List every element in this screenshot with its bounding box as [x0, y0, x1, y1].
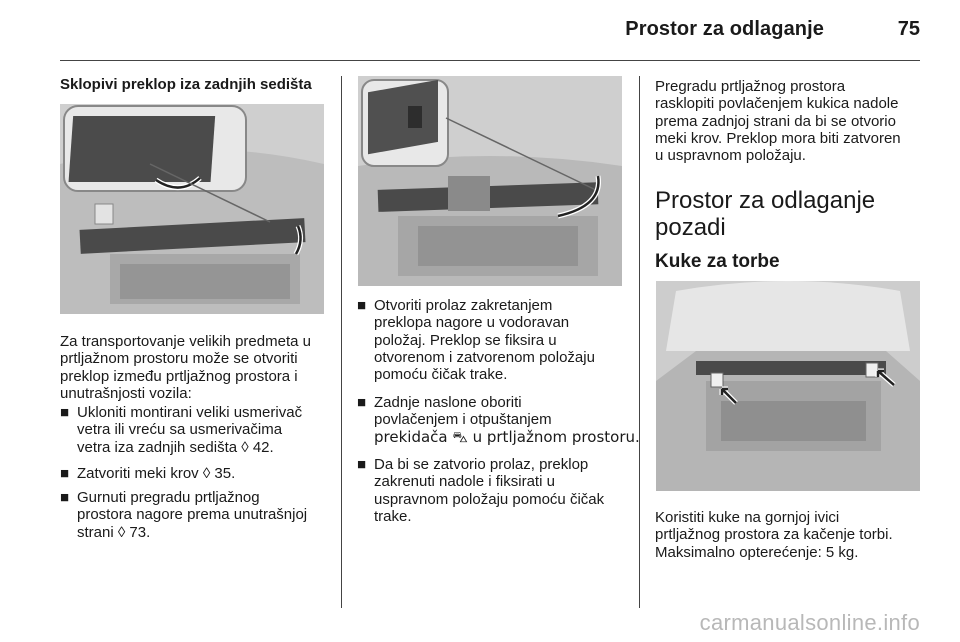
bullet-icon: ■ — [357, 394, 367, 411]
heading-line: Prostor za odlaganje — [655, 187, 876, 214]
text-line: Koristiti kuke na gornjoj ivici — [655, 509, 840, 526]
text-line: u uspravnom položaju. — [655, 147, 806, 165]
section-subheading: Sklopivi preklop iza zadnjih sedišta — [60, 76, 312, 93]
subsection-heading: Kuke za torbe — [655, 251, 780, 272]
bullet-icon: ■ — [357, 456, 367, 473]
bullet-icon: ■ — [60, 404, 70, 421]
text-line: Zatvoriti meki krov ◊ 35. — [77, 465, 236, 482]
text-line: prema zadnjoj strani da bi se otvorio — [655, 112, 896, 130]
trunk-flap-detail-photo — [358, 76, 622, 286]
text-line: unutrašnjosti vozila: — [60, 384, 192, 402]
bullet-icon: ■ — [60, 465, 70, 482]
trunk-flap-photo — [60, 104, 324, 314]
text-line: uspravnom položaju pomoću čičak — [374, 490, 605, 508]
bullet-icon: ■ — [357, 297, 367, 314]
text-line: strani ◊ 73. — [77, 523, 151, 541]
text-line: prtljažnom prostoru može se otvoriti — [60, 350, 298, 368]
page-title: Prostor za odlaganje — [625, 18, 824, 40]
page-number: 75 — [897, 18, 920, 40]
text-line: zakrenuti nadole i fiksirati u — [374, 473, 555, 491]
text-line: prekidača ⛍ u prtljažnom prostoru. — [374, 427, 640, 446]
list-item: ■ Zadnje naslone oboriti povlačenjem i o… — [357, 394, 644, 446]
text-line: otvorenom i zatvorenom položaju — [374, 348, 595, 366]
text-line: preklop između prtljažnog prostora i — [60, 367, 298, 385]
text-line: prtljažnog prostora za kačenje torbi. — [655, 526, 893, 544]
text-line: Ukloniti montirani veliki usmerivač — [77, 404, 303, 421]
divider-paragraph: Pregradu prtljažnog prostora rasklopiti … — [655, 78, 925, 164]
intro-paragraph: Za transportovanje velikih predmeta u pr… — [60, 333, 332, 402]
text-line: trake. — [374, 507, 412, 525]
text-line: Da bi se zatvorio prolaz, preklop — [374, 456, 589, 473]
text-line: rasklopiti povlačenjem kukica nadole — [655, 95, 899, 113]
hooks-paragraph: Koristiti kuke na gornjoj ivici prtljažn… — [655, 509, 925, 561]
header-divider — [60, 60, 920, 61]
text-line: vetra iza zadnjih sedišta ◊ 42. — [77, 438, 274, 456]
list-item: ■ Da bi se zatvorio prolaz, preklop zakr… — [357, 456, 644, 525]
text-line: Za transportovanje velikih predmeta u — [60, 333, 311, 350]
text-line: Pregradu prtljažnog prostora — [655, 78, 846, 95]
list-item: ■ Zatvoriti meki krov ◊ 35. — [60, 465, 337, 482]
section-heading: Prostor za odlaganje pozadi — [655, 187, 875, 241]
list-item: ■ Gurnuti pregradu prtljažnog prostora n… — [60, 489, 337, 541]
text-line: Maksimalno opterećenje: 5 kg. — [655, 543, 859, 561]
heading-line: pozadi — [655, 214, 726, 241]
text-line: Gurnuti pregradu prtljažnog — [77, 489, 260, 506]
text-line: preklopa nagore u vodoravan — [374, 314, 570, 332]
column-divider-1 — [341, 76, 342, 608]
bullet-icon: ■ — [60, 489, 70, 506]
watermark: carmanualsonline.info — [699, 610, 920, 635]
text-line: položaj. Preklop se fiksira u — [374, 331, 557, 349]
list-item: ■ Otvoriti prolaz zakretanjem preklopa n… — [357, 297, 644, 383]
text-line: vetra ili vreću sa usmerivačima — [77, 421, 283, 439]
column-divider-2 — [639, 76, 640, 608]
text-line: Zadnje naslone oboriti — [374, 394, 522, 411]
text-line: meki krov. Preklop mora biti zatvoren — [655, 129, 901, 147]
bag-hooks-photo — [656, 281, 920, 491]
text-line: prostora nagore prema unutrašnjoj — [77, 506, 308, 524]
text-line: Otvoriti prolaz zakretanjem — [374, 297, 553, 314]
text-line: pomoću čičak trake. — [374, 366, 508, 384]
list-item: ■ Ukloniti montirani veliki usmerivač ve… — [60, 404, 337, 456]
text-line: povlačenjem i otpuštanjem — [374, 411, 552, 429]
